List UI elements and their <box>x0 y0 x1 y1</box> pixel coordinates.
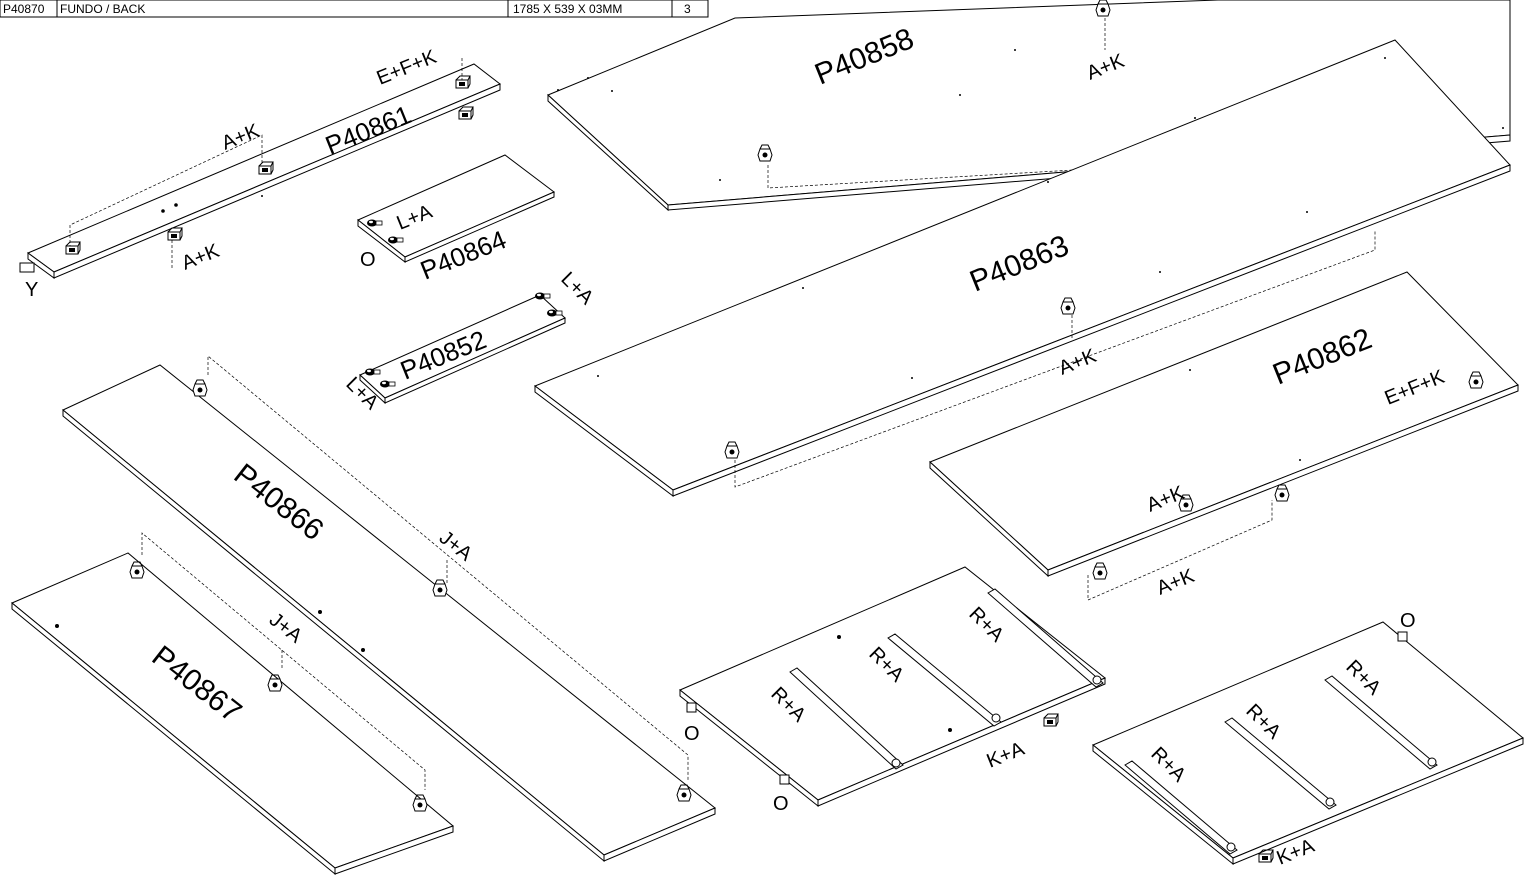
panel-p40866 <box>62 364 716 863</box>
part-description: FUNDO / BACK <box>60 2 145 16</box>
panel-p40864 <box>357 154 555 264</box>
dowel-icon <box>779 774 790 785</box>
dowel-y <box>19 262 35 273</box>
panel-p40852 <box>359 294 566 405</box>
hardware-label: A+K <box>1154 565 1198 600</box>
connector-icon <box>1274 484 1290 502</box>
part-code: P40870 <box>3 2 45 16</box>
panel-p40867 <box>11 552 454 876</box>
connector-icon <box>432 579 448 597</box>
part-dimensions: 1785 X 539 X 03MM <box>513 2 622 16</box>
hardware-label: O <box>684 723 700 745</box>
hardware-label: J+A <box>265 609 307 648</box>
panel-drawer-bottom-right <box>1092 621 1524 866</box>
hinge-icon <box>1258 849 1274 863</box>
hardware-label: K+A <box>984 738 1028 773</box>
drawer-slides-right <box>1124 675 1438 855</box>
panel-p40863 <box>533 39 1511 498</box>
dowel-icon <box>686 702 697 713</box>
panel-p40861-holes <box>161 195 263 213</box>
panel-p40858-holes <box>557 49 1504 181</box>
panel-p40866-dashes <box>207 355 689 780</box>
panel-p40862-holes <box>1189 369 1301 461</box>
hardware-label: Y <box>25 279 38 301</box>
hardware-label: L+A <box>556 268 598 310</box>
panel-p40861-dashes <box>69 58 463 268</box>
panel-p40862 <box>929 271 1519 578</box>
panel-drawer-bottom-left <box>679 566 1106 808</box>
part-quantity: 3 <box>684 2 691 16</box>
drawer-slides-left <box>789 588 1104 770</box>
connector-icon <box>1095 0 1111 17</box>
hardware-label: O <box>773 793 789 815</box>
hardware-label: O <box>1400 610 1416 632</box>
hardware-label: J+A <box>435 527 477 566</box>
dowel-icon <box>1397 631 1408 642</box>
panel-drawer-bottom-left-holes <box>837 635 952 732</box>
camlock-icon <box>534 292 551 300</box>
hardware-label: A+K <box>219 120 263 155</box>
connector-icon <box>192 379 208 397</box>
hardware-label: O <box>360 249 376 271</box>
hinge-icon <box>458 106 474 120</box>
connector-icon <box>1092 562 1108 580</box>
hinge-icon <box>1043 713 1059 727</box>
panel-p40863-dashes <box>734 230 1376 488</box>
panel-p40867-holes <box>55 610 365 652</box>
hinge-icon <box>167 227 183 241</box>
part-table-row: P40870 FUNDO / BACK 1785 X 539 X 03MM 3 <box>0 0 709 18</box>
hardware-label: A+K <box>1056 345 1100 380</box>
hardware-label: A+K <box>179 240 223 275</box>
panel-p40863-holes <box>597 57 1386 379</box>
panel-p40862-dashes <box>1087 500 1273 601</box>
panel-p40867-dashes <box>141 532 426 790</box>
